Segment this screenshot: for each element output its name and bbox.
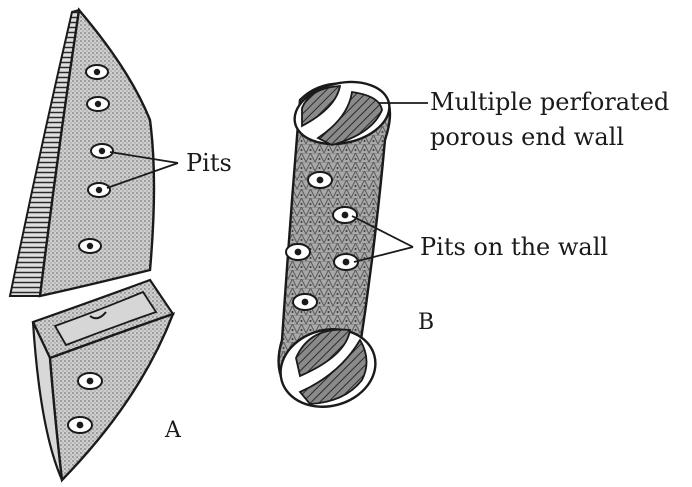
tracheid-upper-piece xyxy=(10,10,154,296)
figure-b-label: B xyxy=(418,310,434,335)
pit-icon xyxy=(308,172,332,188)
pit-icon xyxy=(87,97,109,111)
pit-icon xyxy=(293,294,317,310)
pit-icon xyxy=(333,207,357,223)
pits-label: Pits xyxy=(186,149,232,177)
perforated-end-wall-label-line1: Multiple perforated xyxy=(430,88,669,116)
pit-icon xyxy=(78,373,102,389)
pit-icon xyxy=(88,183,110,197)
tracheid-lower-piece xyxy=(33,280,173,480)
vessel-element xyxy=(272,74,395,417)
pit-icon xyxy=(68,417,92,433)
pit-icon xyxy=(79,239,101,253)
pit-icon xyxy=(286,244,310,260)
perforated-end-wall-label-line2: porous end wall xyxy=(430,123,624,151)
figure-a-label: A xyxy=(164,418,182,443)
pit-icon xyxy=(91,144,113,158)
pit-icon xyxy=(86,65,108,79)
pits-on-wall-label: Pits on the wall xyxy=(420,233,608,261)
